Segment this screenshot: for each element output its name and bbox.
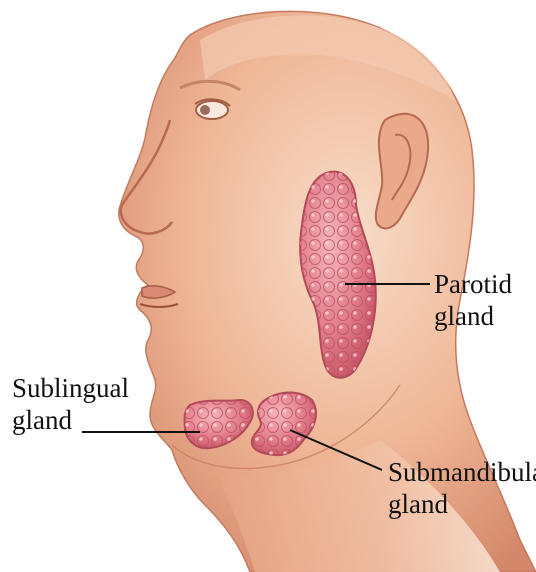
sublingual-gland-label: Sublingual gland — [12, 372, 129, 436]
submandibular-gland-label: Submandibular gland — [388, 456, 536, 520]
sublingual-label-line1: Sublingual — [12, 372, 129, 404]
sublingual-label-line2: gland — [12, 404, 129, 436]
submandibular-label-line2: gland — [388, 488, 536, 520]
submandibular-label-line1: Submandibular — [388, 456, 536, 488]
parotid-label-line1: Parotid — [434, 268, 512, 300]
eye-iris — [200, 105, 210, 115]
parotid-gland-label: Parotid gland — [434, 268, 512, 332]
parotid-label-line2: gland — [434, 300, 512, 332]
